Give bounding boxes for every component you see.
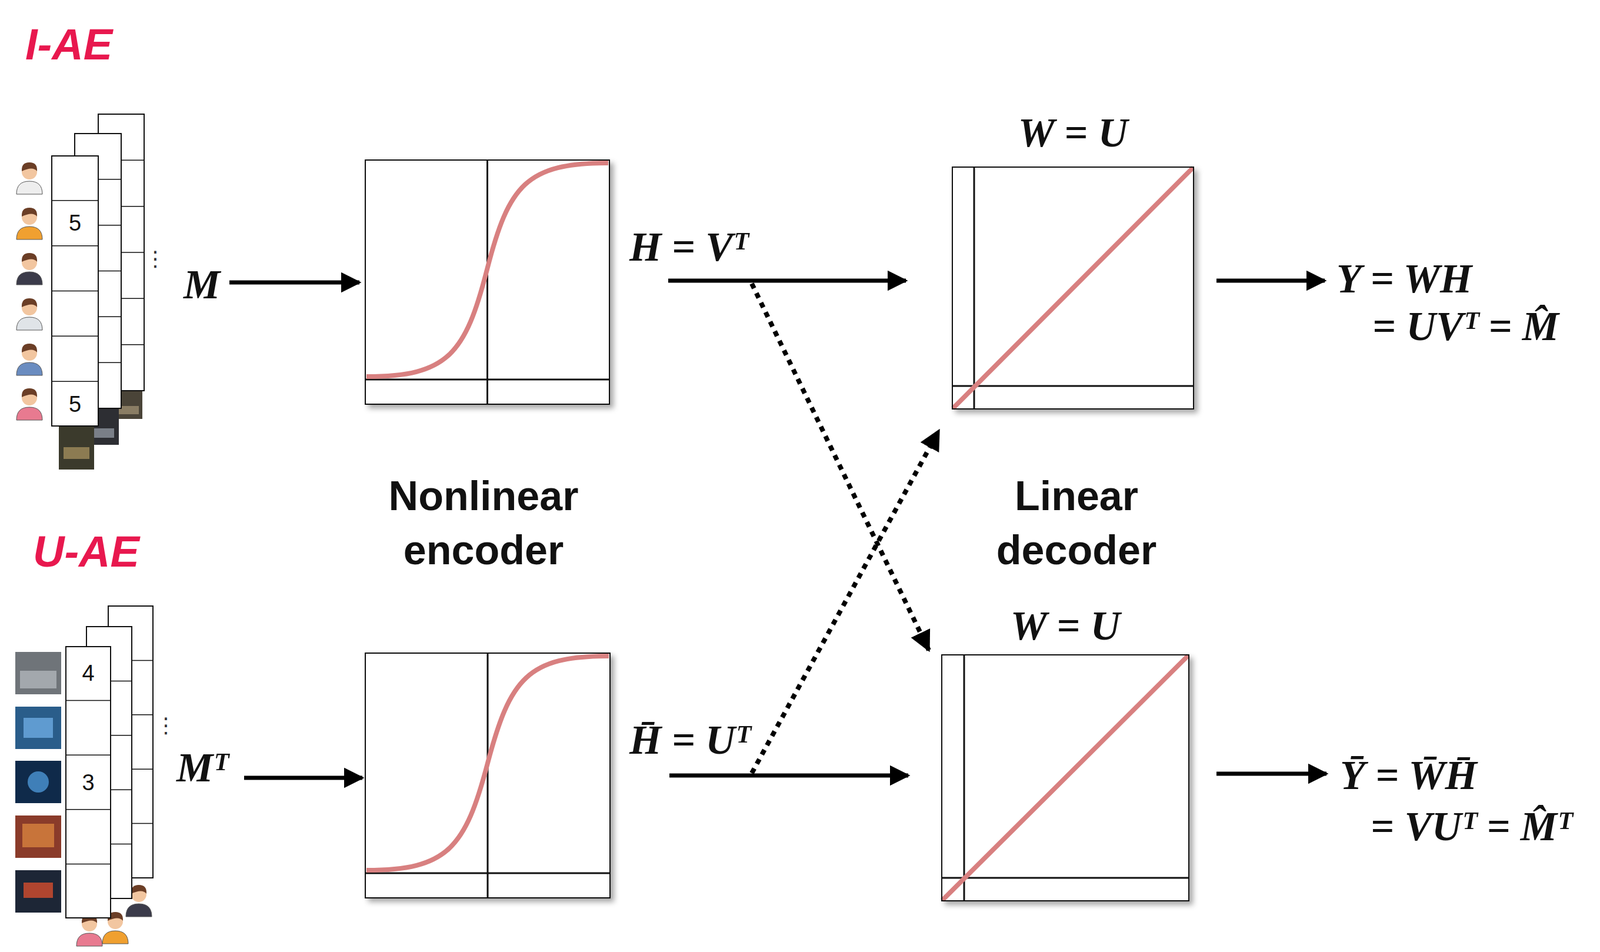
flow-arrow	[229, 280, 360, 285]
axis	[487, 652, 489, 898]
movie-poster	[15, 870, 62, 913]
model-tag: U-AE	[32, 526, 140, 577]
plot-frame	[365, 160, 610, 405]
axis	[365, 872, 610, 875]
matrix-symbol: Mᵀ	[176, 744, 229, 792]
plot-ground	[941, 654, 1190, 902]
sigmoid-curve	[366, 162, 609, 377]
swap-arrows	[751, 283, 939, 773]
sigmoid-curve	[366, 655, 609, 870]
component-label: Nonlinear encoder	[388, 468, 579, 578]
movie-poster	[22, 823, 55, 848]
decoder-plot-box: W = U	[941, 654, 1190, 902]
user-icon	[76, 914, 103, 946]
movie-poster	[23, 717, 53, 738]
user-stack	[15, 605, 153, 946]
axis	[941, 877, 1190, 879]
item-stack	[16, 114, 145, 470]
movie-poster	[15, 815, 62, 858]
user-icon	[16, 252, 43, 285]
hidden-equation: H = Vᵀ	[629, 223, 748, 271]
ellipsis: ⋮	[144, 246, 166, 271]
movie-poster	[15, 706, 62, 749]
dotted-arrow	[751, 430, 939, 773]
movie-poster	[23, 882, 53, 898]
hidden-equation: H̄ = Uᵀ	[629, 716, 750, 764]
encoder-plot	[365, 160, 610, 405]
movie-poster	[15, 760, 62, 803]
flow-arrow	[1216, 771, 1327, 776]
rating-value: 3	[81, 769, 95, 795]
output-equation: = VUᵀ = M̂ᵀ	[1370, 802, 1572, 850]
output-equation: Y = WH	[1336, 255, 1472, 303]
encoder-plot	[365, 652, 610, 898]
dotted-arrow	[751, 283, 929, 650]
user-icon	[16, 343, 43, 376]
axis	[963, 654, 966, 902]
flow-arrow	[1216, 278, 1325, 283]
axis	[973, 166, 976, 410]
flow-arrow	[669, 773, 909, 778]
flow-arrow	[668, 278, 906, 283]
plot-frame	[365, 652, 610, 898]
decoder-plot-box: W = U	[951, 166, 1195, 410]
rating-value: 4	[81, 660, 95, 686]
ellipsis: ⋮	[155, 712, 177, 738]
identity-line	[942, 655, 1189, 900]
movie-poster	[20, 670, 57, 689]
user-icon	[16, 207, 43, 240]
movie-poster	[63, 447, 90, 459]
component-label: Linear decoder	[996, 468, 1157, 578]
matrix-column-fill	[51, 155, 99, 427]
flow-arrows	[229, 280, 1327, 778]
decoder-plot	[941, 654, 1190, 902]
row-lines	[65, 700, 112, 865]
rating-value: 5	[68, 391, 82, 417]
axis	[365, 378, 610, 381]
matrix-column-fill	[65, 645, 112, 919]
model-tag: I-AE	[25, 19, 113, 70]
user-icon	[16, 388, 43, 420]
axis	[486, 160, 489, 405]
weight-heading: W = U	[1018, 109, 1128, 157]
output-equation: = UVᵀ = M̂	[1372, 302, 1559, 350]
user-icon	[16, 298, 43, 330]
flow-arrow	[244, 775, 363, 780]
output-equation: Ȳ = W̄H̄	[1340, 751, 1478, 799]
rating-value: 5	[68, 210, 82, 236]
axis	[951, 385, 1195, 388]
movie-poster	[27, 771, 49, 793]
identity-line	[952, 167, 1193, 409]
rating-column: 43	[65, 645, 112, 919]
movie-poster	[15, 651, 62, 695]
decoder-plot	[951, 166, 1195, 410]
user-icon	[16, 162, 43, 195]
row-lines	[51, 200, 99, 382]
plot-ground	[951, 166, 1195, 410]
weight-heading: W = U	[1010, 602, 1120, 650]
rating-column: 55	[51, 155, 99, 427]
matrix-symbol: M	[183, 261, 220, 309]
